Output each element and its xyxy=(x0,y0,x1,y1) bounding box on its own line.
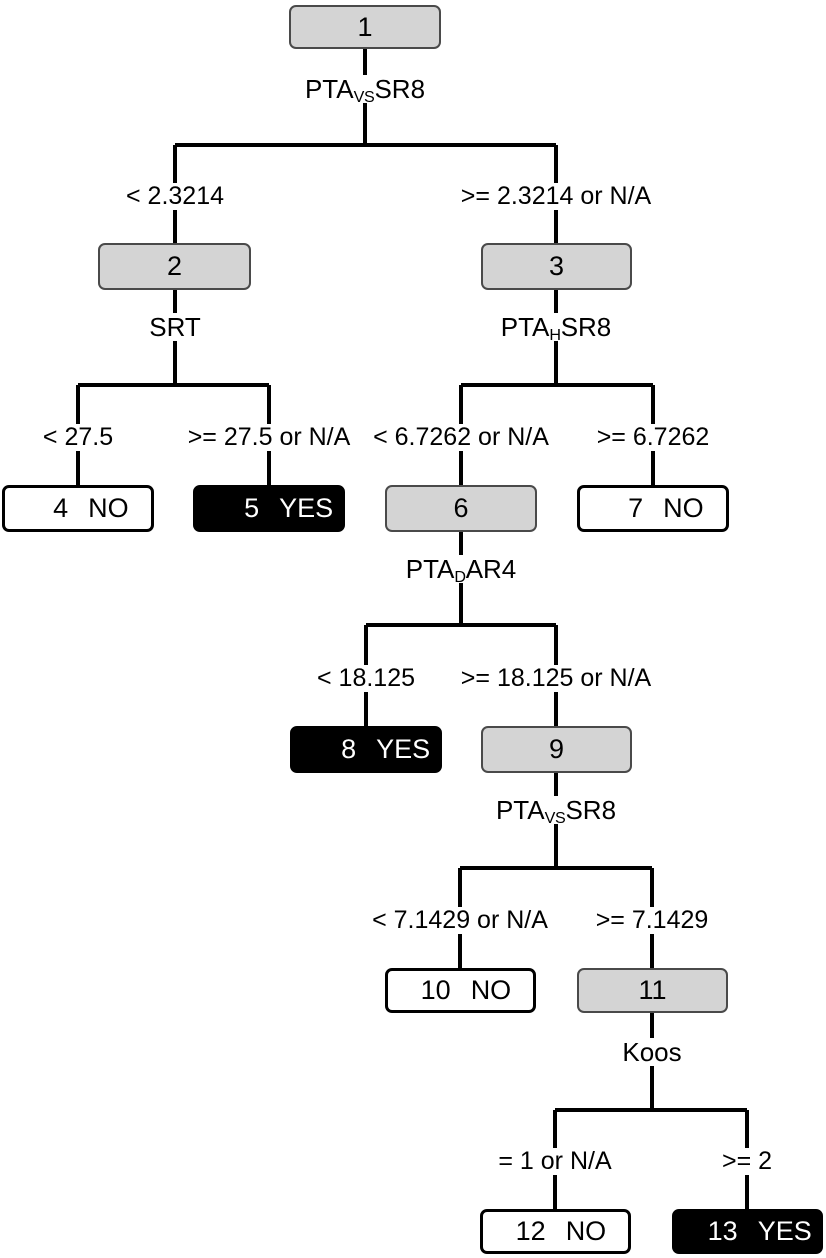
edge-label-9-to-10: < 7.1429 or N/A xyxy=(370,906,550,934)
split-var-6-post: AR4 xyxy=(465,554,517,584)
node-1-number: 1 xyxy=(357,11,373,42)
split-variable-node-6: PTADAR4 xyxy=(402,554,520,586)
node-3[interactable]: 3 xyxy=(481,243,632,290)
split-variable-node-9: PTAVSSR8 xyxy=(492,795,620,827)
split-var-1-sub: VS xyxy=(353,87,375,106)
split-variable-node-11: Koos xyxy=(619,1037,685,1067)
node-1[interactable]: 1 xyxy=(289,5,441,49)
edge-label-6-to-9: >= 18.125 or N/A xyxy=(458,664,654,692)
node-11[interactable]: 11 xyxy=(577,968,728,1013)
split-var-9-post: SR8 xyxy=(565,795,617,825)
node-6-number: 6 xyxy=(453,493,469,523)
node-11-number: 11 xyxy=(638,975,667,1005)
node-3-number: 3 xyxy=(548,251,565,281)
node-10-class: NO xyxy=(470,975,512,1005)
node-2-number: 2 xyxy=(166,251,183,281)
edge-label-9-to-11: >= 7.1429 xyxy=(593,906,711,934)
node-7-number: 7 xyxy=(628,493,644,523)
edge-label-2-to-5: >= 27.5 or N/A xyxy=(185,423,353,451)
node-12-class: NO xyxy=(565,1216,607,1246)
node-9-number: 9 xyxy=(548,734,565,764)
split-var-3-pre: PTA xyxy=(500,312,550,342)
node-7-class: NO xyxy=(663,493,704,523)
node-2[interactable]: 2 xyxy=(98,243,251,290)
edge-label-3-to-7: >= 6.7262 xyxy=(594,423,712,451)
node-5-number: 5 xyxy=(244,493,260,523)
split-var-2-pre: SRT xyxy=(149,312,201,342)
split-var-9-pre: PTA xyxy=(495,795,545,825)
split-var-6-pre: PTA xyxy=(405,554,455,584)
split-variable-node-3: PTAHSR8 xyxy=(497,312,615,344)
edge-label-11-to-13: >= 2 xyxy=(719,1147,775,1175)
node-5-class: YES xyxy=(279,493,334,523)
node-13-number: 13 xyxy=(707,1216,738,1246)
split-var-3-sub: H xyxy=(549,325,561,344)
edge-label-2-to-4: < 27.5 xyxy=(40,423,116,451)
split-var-1-post: SR8 xyxy=(374,74,426,104)
node-10-number: 10 xyxy=(420,975,451,1005)
node-8-class: YES xyxy=(376,734,431,764)
edge-label-3-to-6: < 6.7262 or N/A xyxy=(371,423,551,451)
split-variable-node-1: PTAVSSR8 xyxy=(301,74,429,106)
node-4-class: NO xyxy=(88,493,129,523)
node-9[interactable]: 9 xyxy=(481,726,632,773)
split-variable-node-2: SRT xyxy=(146,313,204,341)
split-var-3-post: SR8 xyxy=(560,312,612,342)
edge-label-11-to-12: = 1 or N/A xyxy=(496,1147,614,1175)
node-4-number: 4 xyxy=(53,493,69,523)
node-6[interactable]: 6 xyxy=(385,485,537,532)
split-var-9-sub: VS xyxy=(544,808,566,827)
node-13-class: YES xyxy=(757,1216,812,1246)
node-12-number: 12 xyxy=(515,1216,546,1246)
split-var-6-sub: D xyxy=(454,567,466,586)
node-5-leaf[interactable]: 5 YES xyxy=(193,485,345,532)
edge-label-1-to-2: < 2.3214 xyxy=(123,182,227,210)
edge-label-1-to-3: >= 2.3214 or N/A xyxy=(458,182,654,210)
node-10-leaf[interactable]: 10 NO xyxy=(385,968,536,1013)
node-7-leaf[interactable]: 7 NO xyxy=(577,485,729,532)
edge-label-6-to-8: < 18.125 xyxy=(314,664,418,692)
split-var-11-pre: Koos xyxy=(622,1037,682,1067)
node-8-leaf[interactable]: 8 YES xyxy=(290,726,442,773)
node-8-number: 8 xyxy=(341,734,357,764)
node-13-leaf[interactable]: 13 YES xyxy=(672,1209,823,1254)
split-var-1-pre: PTA xyxy=(304,74,354,104)
node-12-leaf[interactable]: 12 NO xyxy=(480,1209,631,1254)
node-4-leaf[interactable]: 4 NO xyxy=(2,485,154,532)
